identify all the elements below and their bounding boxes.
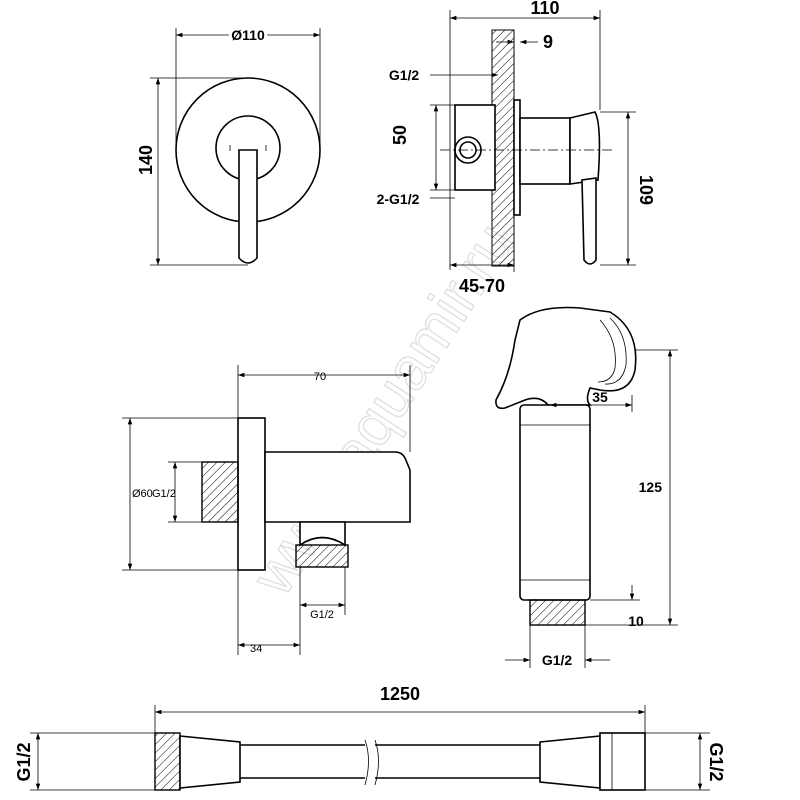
dim-side-height: 109 bbox=[636, 175, 656, 205]
dim-depth: 110 bbox=[530, 0, 559, 18]
mixer-side-view: 110 9 G1/2 50 2-G1/2 109 45-70 bbox=[377, 0, 656, 296]
label-hose-left-thread: G1/2 bbox=[14, 742, 34, 781]
dim-flange-diameter: Ø60 bbox=[132, 488, 153, 500]
watermark: www.aquamir.ru bbox=[238, 212, 527, 607]
label-outlet-thread: G1/2 bbox=[310, 609, 334, 621]
sprayer-view: 35 125 10 G1/2 bbox=[495, 306, 678, 668]
dim-diameter: Ø110 bbox=[231, 27, 265, 43]
label-outlets: 2-G1/2 bbox=[377, 191, 420, 207]
hose-view: 1250 G1/2 G1/2 bbox=[14, 684, 726, 791]
mixer-front-view: Ø110 140 bbox=[136, 24, 321, 266]
label-inlet-thread: G1/2 bbox=[152, 488, 176, 500]
dim-spacing: 50 bbox=[390, 125, 410, 145]
wall-outlet-view: 70 Ø60 G1/2 G1/2 34 bbox=[122, 365, 411, 655]
label-inlet: G1/2 bbox=[389, 67, 420, 83]
dim-install-depth: 45-70 bbox=[459, 276, 505, 296]
dim-head: 35 bbox=[592, 389, 608, 405]
label-sprayer-thread: G1/2 bbox=[542, 652, 573, 668]
label-hose-right-thread: G1/2 bbox=[706, 742, 726, 781]
dim-length: 70 bbox=[314, 371, 326, 383]
dim-offset: 34 bbox=[250, 643, 262, 655]
dim-plate: 9 bbox=[543, 32, 553, 52]
dim-height: 140 bbox=[136, 145, 156, 175]
dim-thread-length: 10 bbox=[628, 613, 644, 629]
dim-sprayer-length: 125 bbox=[639, 479, 663, 495]
dim-hose-length: 1250 bbox=[380, 684, 420, 704]
